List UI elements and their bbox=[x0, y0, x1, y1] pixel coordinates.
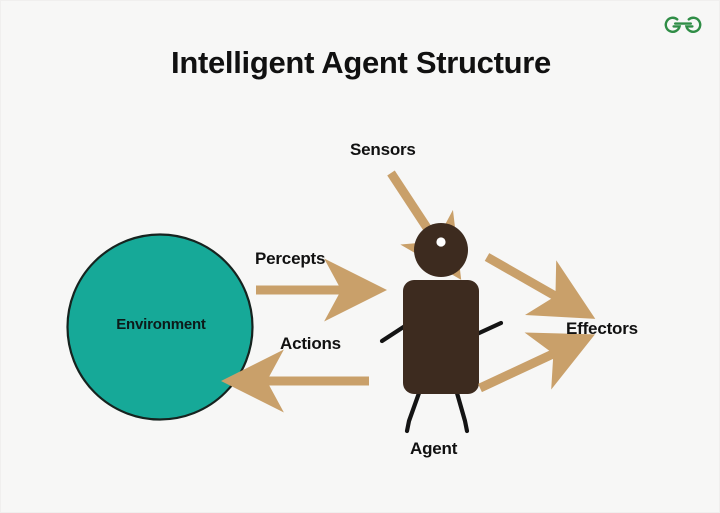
effectors-arrow-upper bbox=[484, 253, 596, 319]
agent-leg-left bbox=[404, 390, 422, 434]
percepts-label: Percepts bbox=[255, 249, 326, 268]
agent-body bbox=[403, 280, 479, 394]
geeksforgeeks-logo bbox=[661, 9, 705, 39]
geeksforgeeks-logo-icon bbox=[664, 16, 702, 33]
agent-leg-right bbox=[454, 390, 470, 434]
agent-label: Agent bbox=[410, 439, 458, 458]
agent-sensor-dot bbox=[436, 237, 446, 247]
page-title: Intelligent Agent Structure bbox=[171, 45, 551, 80]
agent-arm-left bbox=[379, 323, 408, 344]
agent-head bbox=[414, 223, 468, 277]
effectors-label: Effectors bbox=[566, 319, 638, 338]
environment-node bbox=[66, 233, 254, 421]
environment-label: Environment bbox=[116, 316, 206, 333]
agent-arm-right bbox=[474, 320, 504, 337]
actions-label: Actions bbox=[280, 334, 341, 353]
sensors-label: Sensors bbox=[350, 140, 416, 159]
agent-node bbox=[379, 223, 504, 434]
effectors-arrow-lower bbox=[478, 332, 595, 393]
